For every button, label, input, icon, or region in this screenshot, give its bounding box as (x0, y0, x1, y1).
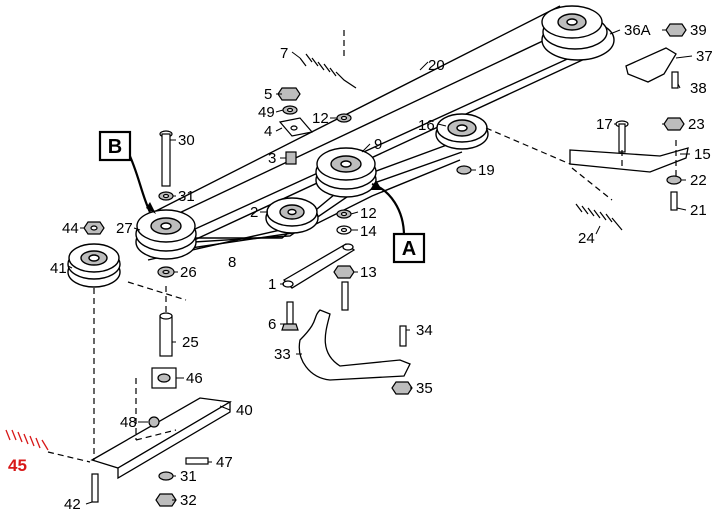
nut-48 (148, 416, 160, 428)
washer-26 (157, 266, 175, 278)
label-42: 42 (64, 496, 81, 513)
label-17: 17 (596, 116, 613, 133)
belt-20 (149, 5, 605, 249)
bolt-21 (670, 191, 678, 211)
label-1: 1 (268, 276, 276, 293)
pulley-27 (135, 209, 197, 260)
nut-13 (333, 265, 355, 279)
shaft-25 (159, 312, 173, 357)
label-2: 2 (250, 204, 258, 221)
washer-14 (336, 225, 352, 235)
label-19: 19 (478, 162, 495, 179)
label-5: 5 (264, 86, 272, 103)
label-15: 15 (694, 146, 711, 163)
label-38: 38 (690, 80, 707, 97)
label-24: 24 (578, 230, 595, 247)
callout-a-label: A (402, 238, 416, 260)
label-45: 45 (8, 456, 27, 475)
bolt-34 (399, 325, 407, 347)
pulley-9 (315, 147, 377, 198)
callout-b-label: B (108, 136, 122, 158)
pulley-41 (67, 243, 121, 288)
nut-23 (663, 117, 685, 131)
spring-7 (299, 53, 357, 89)
label-21: 21 (690, 202, 707, 219)
label-8: 8 (228, 254, 236, 271)
idler-bracket-33 (298, 309, 411, 381)
nut-44 (83, 221, 105, 235)
bracket-4 (278, 117, 314, 137)
bolt-30 (159, 130, 173, 187)
bolt-38 (671, 71, 679, 89)
bolt-42 (91, 473, 99, 503)
spring-24 (575, 203, 623, 231)
label-22: 22 (690, 172, 707, 189)
washer-31-top (158, 191, 174, 201)
nut-32 (155, 493, 177, 507)
bracket-37 (625, 47, 677, 83)
label-23: 23 (688, 116, 705, 133)
label-37: 37 (696, 48, 713, 65)
washer-49 (282, 105, 298, 115)
bolt-47 (185, 457, 209, 465)
label-49: 49 (258, 104, 275, 121)
bracket-40 (90, 397, 232, 480)
bolt-6 (281, 301, 299, 331)
label-4: 4 (264, 123, 272, 140)
bolt-17 (615, 120, 629, 153)
label-27: 27 (116, 220, 133, 237)
washer-19 (456, 165, 472, 175)
label-30: 30 (178, 132, 195, 149)
label-44: 44 (62, 220, 79, 237)
label-25: 25 (182, 334, 199, 351)
label-34: 34 (416, 322, 433, 339)
label-14: 14 (360, 223, 377, 240)
idler-arm-1 (282, 243, 356, 289)
label-6: 6 (268, 316, 276, 333)
callout-a: A (392, 232, 426, 264)
washer-22 (666, 175, 682, 185)
label-9: 9 (374, 136, 382, 153)
washer-31-bottom (158, 471, 174, 481)
pivot-46 (151, 367, 177, 389)
label-3: 3 (268, 150, 276, 167)
leader-lines (67, 29, 693, 505)
pulley-36a (541, 5, 615, 61)
dashed-guides (47, 30, 677, 463)
label-47: 47 (216, 454, 233, 471)
label-35: 35 (416, 380, 433, 397)
label-31-bottom: 31 (180, 468, 197, 485)
washer-12-bottom (336, 209, 352, 219)
label-40: 40 (236, 402, 253, 419)
label-39: 39 (690, 22, 707, 39)
label-16: 16 (418, 117, 435, 134)
bolt-13-shaft (341, 281, 349, 311)
pulley-16 (435, 113, 489, 150)
bracket-15 (569, 147, 689, 173)
label-12-bottom: 12 (360, 205, 377, 222)
nut-39 (665, 23, 687, 37)
label-31-top: 31 (178, 188, 195, 205)
callout-b: B (98, 130, 132, 162)
label-26: 26 (180, 264, 197, 281)
label-46: 46 (186, 370, 203, 387)
spring-45 (5, 429, 49, 451)
label-48: 48 (120, 414, 137, 431)
label-12-top: 12 (312, 110, 329, 127)
label-7: 7 (280, 45, 288, 62)
label-33: 33 (274, 346, 291, 363)
label-13: 13 (360, 264, 377, 281)
label-20: 20 (428, 57, 445, 74)
label-41: 41 (50, 260, 67, 277)
spacer-3 (285, 151, 297, 165)
arrow-head-a (370, 180, 382, 190)
washer-12-top (336, 113, 352, 123)
label-32: 32 (180, 492, 197, 509)
nut-35 (391, 381, 413, 395)
label-36a: 36A (624, 22, 651, 39)
arrow-head-b (146, 202, 156, 214)
pulley-2 (265, 197, 319, 234)
